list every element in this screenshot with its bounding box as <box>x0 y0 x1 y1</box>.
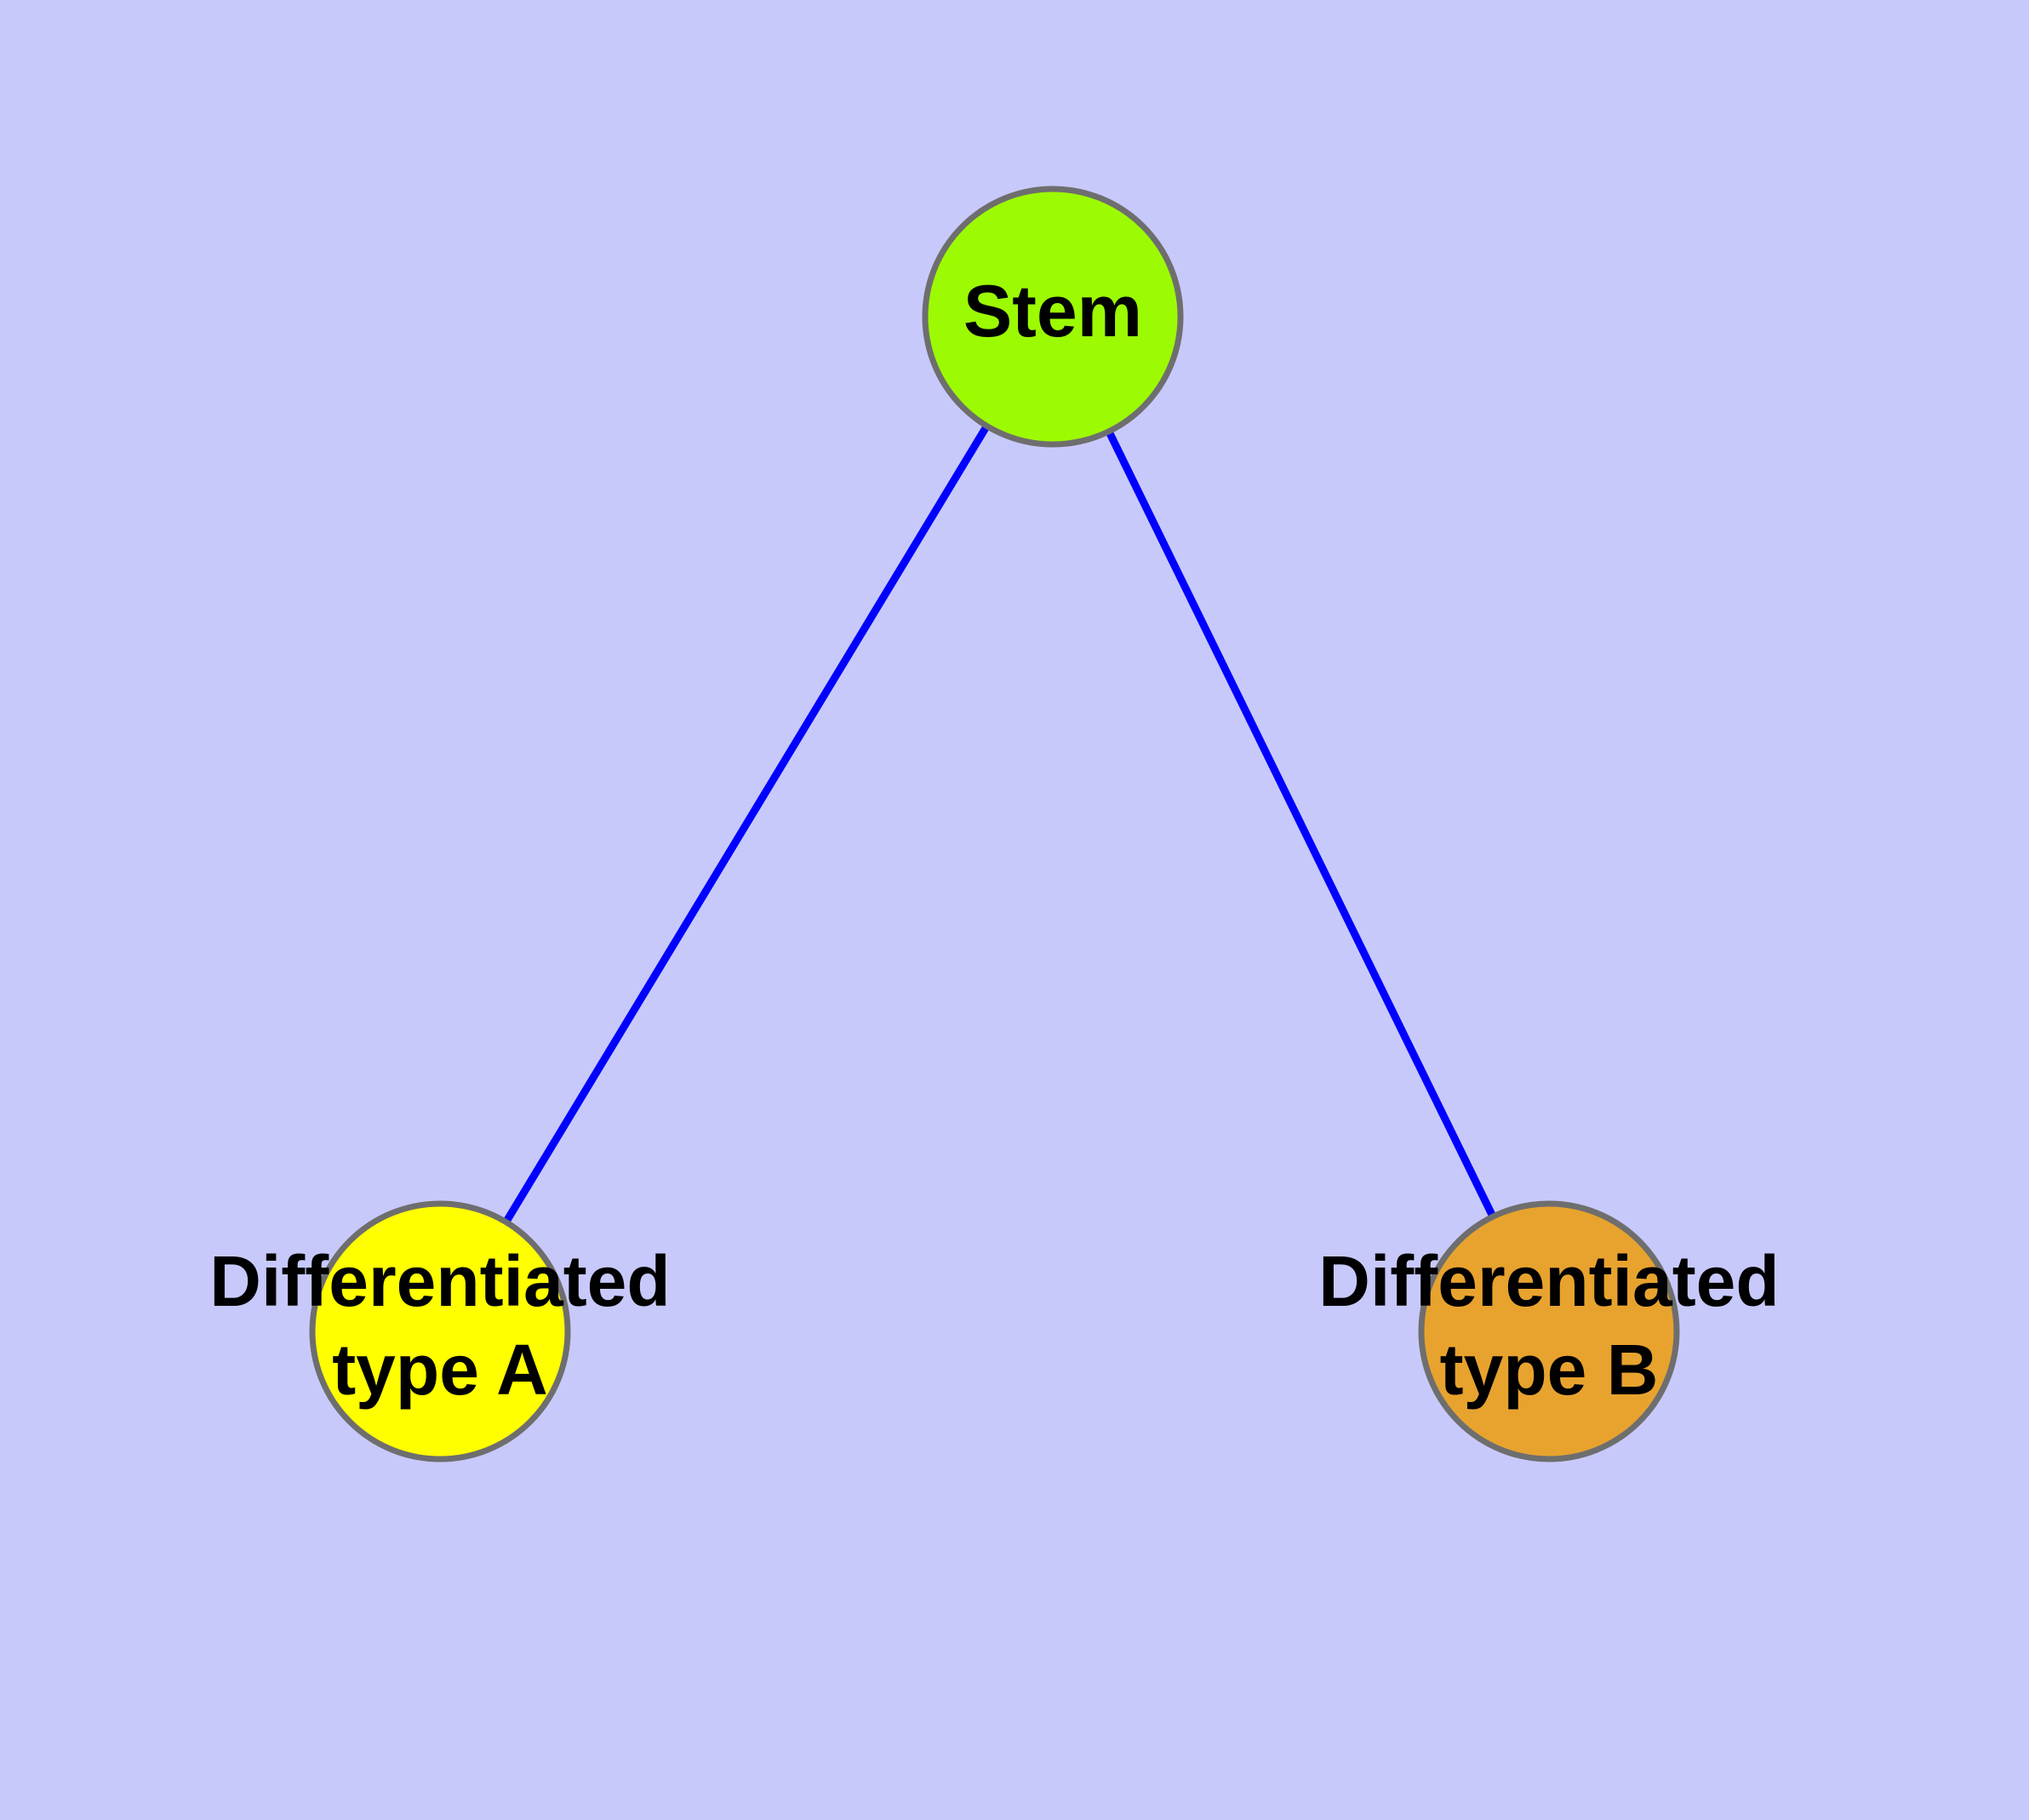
nodes-group <box>309 186 1680 1462</box>
node-stem[interactable] <box>922 186 1184 448</box>
node-label-line: Differentiated <box>209 1241 670 1321</box>
node-diff-a[interactable] <box>309 1200 571 1462</box>
edge-stem-to-b[interactable] <box>1105 429 1497 1219</box>
node-label-stem: Stem <box>963 271 1142 352</box>
node-label-line: Stem <box>963 271 1142 352</box>
edges-group <box>502 424 1497 1224</box>
node-label-diff-a: Differentiated type A <box>209 1241 670 1410</box>
edge-stem-to-a[interactable] <box>502 424 991 1224</box>
node-diff-b[interactable] <box>1418 1200 1680 1462</box>
node-label-line: type A <box>332 1330 548 1410</box>
node-label-line: Differentiated <box>1318 1241 1779 1321</box>
node-label-diff-b: Differentiated type B <box>1318 1241 1779 1410</box>
node-label-line: type B <box>1440 1330 1659 1410</box>
